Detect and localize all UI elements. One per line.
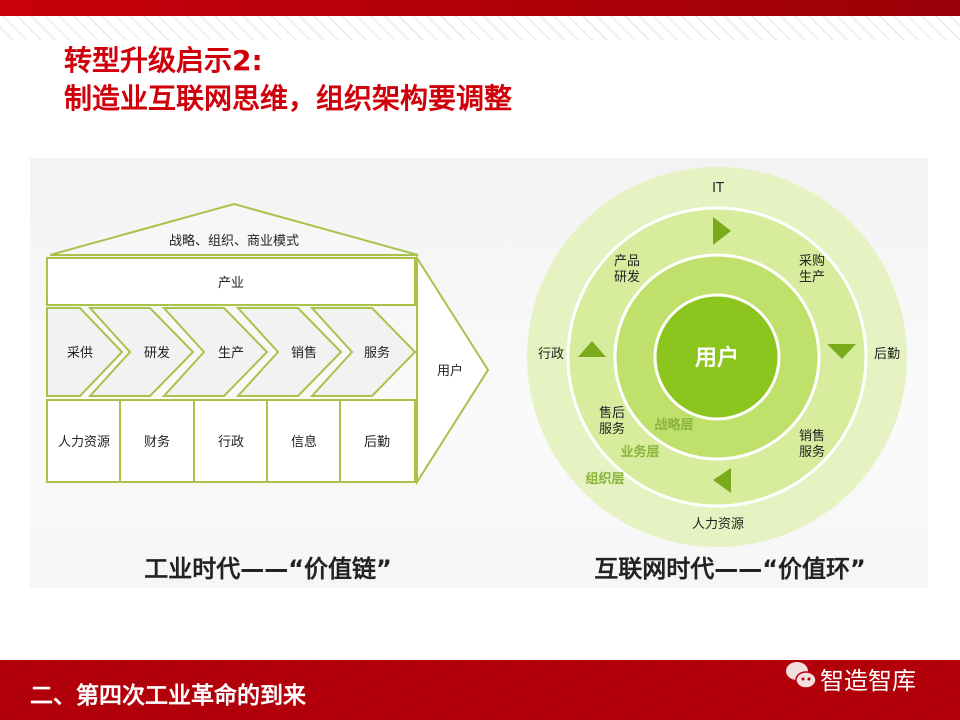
chain-row	[46, 307, 417, 397]
arrow-left-icon	[713, 468, 731, 493]
user-arrow	[416, 254, 490, 486]
support-box	[46, 399, 416, 483]
support-label: 后勤	[364, 435, 390, 450]
ring-label: 人力资源	[692, 517, 744, 532]
arrow-right-icon	[713, 217, 731, 245]
support-label: 财务	[144, 434, 170, 450]
industry-label: 产业	[218, 276, 244, 291]
ring-label: 售后	[599, 405, 625, 421]
user-label: 用户	[437, 363, 463, 379]
ring-label: 后勤	[874, 347, 900, 362]
chevron-3	[161, 307, 269, 397]
section-title: 二、第四次工业革命的到来	[30, 683, 306, 709]
chain-label: 服务	[364, 345, 390, 361]
value-chain-diagram	[46, 202, 490, 486]
industry-box	[46, 257, 416, 306]
arrow-up-icon	[578, 341, 606, 357]
user-core	[653, 293, 781, 421]
roof	[49, 202, 419, 256]
ring-label: 销售	[799, 428, 825, 444]
layer-label: 组织层	[585, 471, 624, 487]
left-caption: 工业时代——“价值链”	[144, 555, 392, 583]
ring-label: 行政	[538, 347, 564, 362]
support-label: 人力资源	[58, 435, 110, 450]
chain-label: 销售	[291, 345, 317, 361]
chevron-2	[87, 307, 195, 397]
center-label: 用户	[695, 345, 739, 371]
chain-label: 采供	[67, 346, 93, 361]
ring-label: 产品	[614, 254, 640, 269]
chain-label: 生产	[218, 346, 244, 361]
layer-label: 战略层	[654, 417, 693, 433]
chevron-1	[46, 307, 124, 397]
right-caption: 互联网时代——“价值环”	[594, 555, 866, 583]
support-label: 行政	[218, 435, 244, 450]
ring-label: IT	[712, 181, 724, 196]
title-line-1: 转型升级启示2:	[64, 44, 263, 77]
layer-label: 业务层	[620, 444, 659, 460]
arrow-down-icon	[827, 344, 856, 359]
ring-label: 采购	[799, 253, 825, 269]
top-bar	[0, 0, 960, 16]
chevron-5	[309, 307, 417, 397]
ring-label: 服务	[599, 421, 625, 437]
page-title: 转型升级启示2: 制造业互联网思维，组织架构要调整	[64, 42, 512, 118]
ring-label: 生产	[799, 270, 825, 285]
value-ring-diagram	[527, 167, 907, 547]
brand-name: 智造智库	[820, 667, 916, 695]
ring-label: 服务	[799, 444, 825, 460]
wechat-icon	[786, 662, 817, 689]
chain-label: 研发	[144, 345, 170, 361]
ring-label: 研发	[614, 269, 640, 285]
title-line-2: 制造业互联网思维，组织架构要调整	[64, 82, 513, 115]
support-label: 信息	[291, 434, 317, 450]
decor-stripes	[0, 16, 960, 40]
roof-label: 战略、组织、商业模式	[169, 233, 299, 249]
chevron-4	[235, 307, 343, 397]
